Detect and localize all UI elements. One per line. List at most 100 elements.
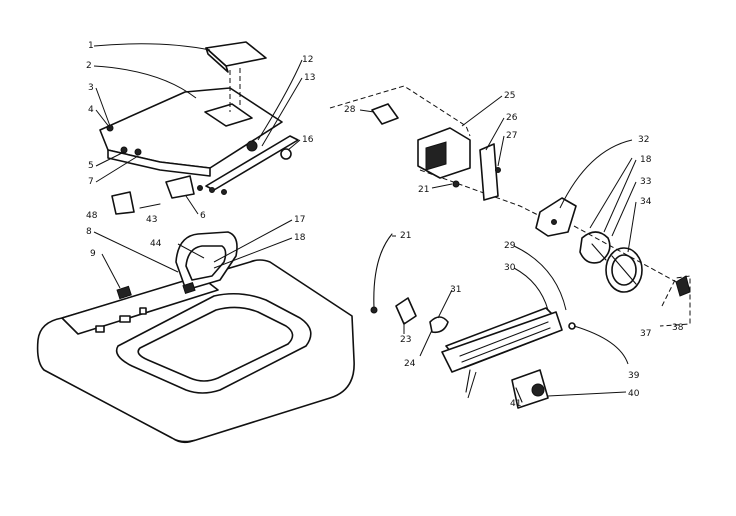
tub-opening-inner — [137, 306, 294, 382]
screw-21-a — [452, 180, 460, 188]
part-label: 24 — [404, 359, 416, 369]
top-cabinet — [36, 231, 355, 444]
part-label: 43 — [146, 215, 157, 225]
clip-48 — [111, 191, 135, 215]
part-label: 31 — [450, 285, 461, 295]
part-label: 7 — [88, 177, 94, 187]
leader — [485, 117, 505, 151]
leader — [513, 245, 567, 311]
connector-28 — [371, 103, 399, 125]
leader — [95, 151, 125, 167]
part-label: 4 — [88, 105, 94, 115]
cover-screw — [134, 148, 142, 156]
leader — [93, 43, 211, 51]
leader — [497, 135, 505, 167]
timer-41-clip — [515, 387, 523, 403]
leader — [573, 325, 629, 365]
leader — [559, 139, 633, 209]
leader — [547, 391, 627, 397]
part-label: 16 — [302, 135, 314, 145]
part-label: 32 — [638, 135, 649, 145]
leader — [437, 289, 453, 319]
part-label: 28 — [344, 105, 356, 115]
clip-43 — [139, 203, 161, 209]
part-label: 37 — [640, 329, 651, 339]
leader — [95, 109, 111, 129]
part-label: 40 — [628, 389, 640, 399]
leader — [185, 195, 199, 215]
panel-button — [95, 325, 105, 333]
part-label: 41 — [510, 399, 521, 409]
leader — [611, 181, 637, 237]
front-panel-group — [370, 233, 576, 409]
leader — [287, 139, 301, 151]
part-label: 30 — [504, 263, 516, 273]
control-panel — [61, 275, 219, 335]
bracket-screw — [209, 187, 215, 193]
plate-hole — [551, 219, 557, 225]
part-label: 21 — [400, 231, 411, 241]
bracket-screw — [221, 189, 227, 195]
part-label: 21 — [418, 185, 429, 195]
bracket-8 — [165, 175, 195, 199]
cover-window — [204, 103, 253, 127]
bracket-26 — [479, 143, 499, 201]
part-labels: 1 2 3 4 5 7 6 48 43 8 44 9 12 13 16 17 1… — [86, 41, 684, 409]
switch-23 — [395, 297, 417, 325]
part-label: 38 — [672, 323, 684, 333]
part-label: 33 — [640, 177, 651, 187]
leader — [461, 95, 503, 127]
part-label: 5 — [88, 161, 94, 171]
panel-button — [139, 307, 147, 315]
top-cap — [205, 41, 267, 67]
bracket-37-outline — [659, 275, 691, 327]
part-label: 34 — [640, 197, 652, 207]
screw-21-b — [370, 306, 378, 314]
part-label: 9 — [90, 249, 96, 259]
pulley-axis — [573, 225, 681, 285]
leader — [177, 243, 205, 259]
part-label: 18 — [640, 155, 652, 165]
part-label: 39 — [628, 371, 640, 381]
leader — [213, 237, 293, 269]
leader — [513, 267, 549, 311]
part-label: 26 — [506, 113, 518, 123]
leader — [93, 231, 179, 273]
capacitor-group — [329, 85, 561, 227]
switch-9 — [116, 285, 132, 300]
leader — [95, 87, 111, 127]
cabinet-front-edge — [43, 369, 197, 444]
timer-knob — [246, 140, 258, 152]
leader — [359, 109, 375, 113]
part-label: 12 — [302, 55, 313, 65]
part-label: 13 — [304, 73, 315, 83]
leader — [101, 253, 121, 289]
leader — [431, 183, 453, 189]
part-label: 1 — [88, 41, 94, 51]
part-label: 25 — [504, 91, 515, 101]
leader — [261, 77, 303, 147]
timer-40-dial — [531, 383, 545, 397]
panel-grille — [459, 321, 553, 369]
part-label: 27 — [506, 131, 517, 141]
leader — [627, 201, 637, 253]
part-label: 2 — [86, 61, 92, 71]
leader-lines — [93, 43, 637, 399]
pulley-group — [535, 197, 691, 327]
dashed-box — [329, 85, 471, 137]
bracket-screw — [197, 185, 203, 191]
top-cap-edge — [205, 47, 229, 73]
lid-switch — [182, 282, 196, 294]
knob-cap — [280, 148, 292, 160]
lid-hinge-loop-inner — [185, 245, 227, 281]
screw-27 — [495, 167, 501, 173]
wire-21 — [373, 233, 393, 309]
capacitor-face — [425, 141, 447, 171]
part-label: 8 — [86, 227, 92, 237]
part-label: 44 — [150, 239, 162, 249]
leader — [603, 159, 637, 233]
console-top-assembly — [99, 41, 299, 215]
spring-38 — [675, 275, 691, 297]
